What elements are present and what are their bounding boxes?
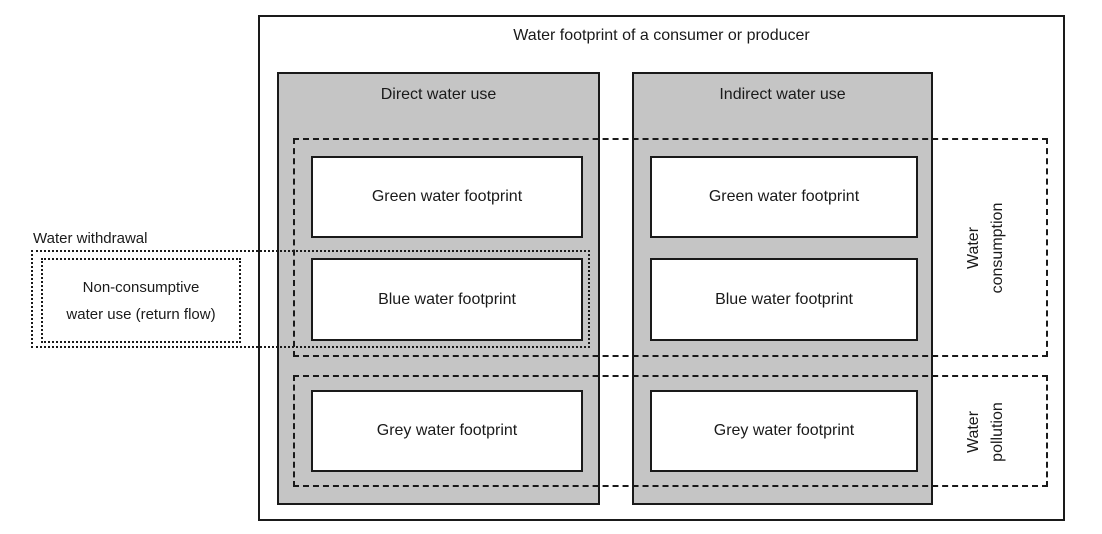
indirect-green-water-footprint-box: Green water footprint	[650, 156, 918, 238]
direct-water-use-label: Direct water use	[380, 86, 497, 103]
non-consumptive-line1: Non-consumptive	[82, 278, 200, 296]
indirect-grey-water-footprint-box: Grey water footprint	[650, 390, 918, 472]
non-consumptive-line2: water use (return flow)	[66, 305, 216, 323]
diagram-title: Water footprint of a consumer or produce…	[513, 27, 810, 44]
direct-grey-water-footprint-box: Grey water footprint	[311, 390, 583, 472]
indirect-blue-water-footprint-box: Blue water footprint	[650, 258, 918, 341]
direct-green-water-footprint-box: Green water footprint	[311, 156, 583, 238]
direct-blue-water-footprint-box: Blue water footprint	[311, 258, 583, 341]
water-footprint-outer-box	[258, 15, 1065, 521]
indirect-water-use-label: Indirect water use	[719, 86, 846, 103]
non-consumptive-water-use-box: Non-consumptive water use (return flow)	[41, 258, 241, 343]
water-withdrawal-label: Water withdrawal	[33, 230, 148, 247]
